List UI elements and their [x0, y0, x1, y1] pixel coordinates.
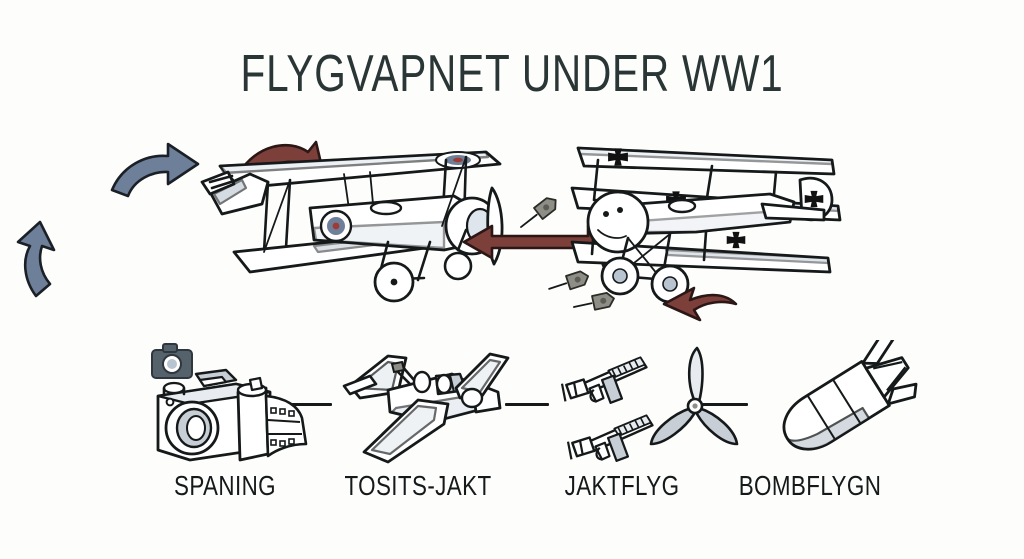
blue-arrow-lower: [16, 220, 56, 298]
icon-recon-plane-cell[interactable]: [332, 340, 522, 470]
label-tosits-jakt: TOSITS-JAKT: [344, 470, 492, 501]
connector-3: [700, 403, 748, 406]
iron-cross-top-wing: [608, 148, 628, 166]
page-title: FLYGVAPNET UNDER WW1: [240, 45, 784, 103]
propeller-icon: [649, 346, 739, 446]
connector-2: [505, 403, 549, 406]
icon-camera-cell[interactable]: [130, 340, 320, 470]
machine-guns-propeller-icon: [560, 346, 739, 462]
red-arrow-lower: [662, 286, 738, 322]
iron-cross-rudder: [804, 190, 824, 208]
machine-gun-icon: [566, 414, 654, 462]
icon-bomb-cell[interactable]: [748, 340, 938, 470]
icon-guns-propeller-cell[interactable]: [549, 340, 739, 470]
role-label-row: SPANING TOSITS-JAKT JAKTFLYG BOMBFLYGN: [0, 470, 1024, 512]
aircraft-role-icon-row: [0, 340, 1024, 470]
bullet: [548, 270, 590, 291]
label-jaktflyg: JAKTFLYG: [564, 470, 680, 501]
blue-arrow-upper: [110, 142, 200, 198]
german-triplane: [570, 146, 842, 304]
machine-gun-icon: [560, 356, 648, 404]
label-spaning: SPANING: [174, 470, 276, 501]
iron-cross-low-wing: [726, 231, 746, 249]
bullet-group: [520, 197, 615, 311]
reconnaissance-plane-icon: [342, 352, 510, 464]
bullet: [520, 197, 557, 228]
label-bombflygn: BOMBFLYGN: [738, 470, 882, 501]
bomb-icon: [782, 340, 918, 451]
bullet: [572, 291, 615, 311]
air-combat-scene: .ln { fill:none; stroke:#15191a; stroke-…: [0, 130, 1024, 335]
connector-1: [288, 403, 332, 406]
camera-icon: [156, 368, 308, 462]
allied-biplane: [200, 150, 504, 303]
camera-badge-icon: [151, 343, 193, 379]
